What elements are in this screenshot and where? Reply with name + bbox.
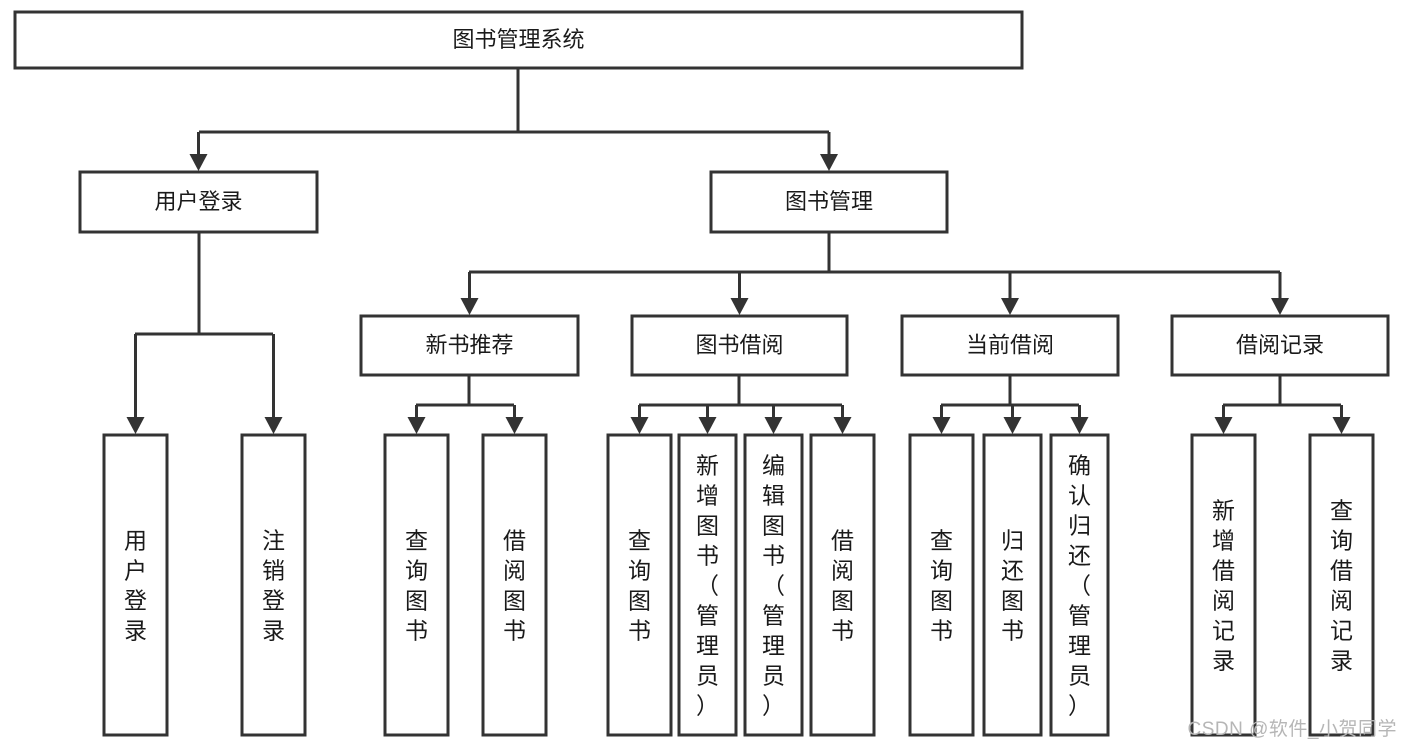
node-leaf-logout[interactable]: 注销登录 — [240, 433, 307, 737]
node-book-manage[interactable]: 图书管理 — [709, 170, 949, 234]
node-box-leaf-query-book-2 — [606, 433, 673, 737]
edge-current_borrow-to-leaf_query_book_3 — [932, 405, 951, 434]
node-box-user-login — [78, 170, 319, 234]
node-box-leaf-return-book — [982, 433, 1043, 737]
node-leaf-confirm-return[interactable]: 确认归还（管理员） — [1049, 433, 1110, 737]
edge-root-to-user_login — [189, 132, 208, 171]
node-box-leaf-query-book-1 — [383, 433, 450, 737]
edge-user_login-to-leaf_logout — [264, 334, 283, 434]
node-leaf-borrow-book-1[interactable]: 借阅图书 — [481, 433, 548, 737]
connector-layer — [126, 68, 1351, 434]
edge-book_manage-to-new_book_rec — [460, 272, 479, 315]
node-label-book-manage: 图书管理 — [785, 189, 873, 214]
connector-new-book-rec-fanout — [416, 375, 514, 407]
node-box-leaf-query-record — [1308, 433, 1375, 737]
node-label-leaf-borrow-book-1: 借阅图书 — [503, 527, 526, 643]
connector-root-fanout — [199, 68, 829, 134]
edge-book_manage-to-book_borrow — [730, 272, 749, 315]
node-box-leaf-query-book-3 — [908, 433, 975, 737]
node-box-leaf-user-login — [102, 433, 169, 737]
node-box-leaf-add-record — [1190, 433, 1257, 737]
node-leaf-return-book[interactable]: 归还图书 — [982, 433, 1043, 737]
edge-borrow_record-to-leaf_query_record — [1332, 405, 1351, 434]
connector-borrow-record-fanout — [1223, 375, 1341, 407]
node-box-leaf-confirm-return — [1049, 433, 1110, 737]
node-leaf-query-record[interactable]: 查询借阅记录 — [1308, 433, 1375, 737]
node-box-leaf-edit-book — [743, 433, 804, 737]
edge-book_manage-to-borrow_record — [1271, 272, 1289, 315]
edge-borrow_record-to-leaf_add_record — [1214, 405, 1233, 434]
edge-new_book_rec-to-leaf_borrow_book_1 — [505, 405, 524, 434]
edge-current_borrow-to-leaf_confirm_return — [1070, 405, 1089, 434]
edge-user_login-to-leaf_user_login — [126, 334, 145, 434]
node-label-leaf-query-book-3: 查询图书 — [930, 527, 953, 643]
node-leaf-add-record[interactable]: 新增借阅记录 — [1190, 433, 1257, 737]
node-layer: 图书管理系统用户登录图书管理新书推荐图书借阅当前借阅借阅记录用户登录注销登录查询… — [13, 10, 1390, 737]
edge-book_borrow-to-leaf_edit_book — [764, 405, 783, 434]
edge-book_manage-to-current_borrow — [1001, 272, 1019, 315]
node-box-current-borrow — [900, 314, 1120, 377]
node-label-new-book-rec: 新书推荐 — [425, 332, 513, 357]
node-label-user-login: 用户登录 — [154, 189, 242, 214]
node-box-book-manage — [709, 170, 949, 234]
node-label-leaf-user-login: 用户登录 — [124, 527, 147, 643]
node-label-leaf-query-book-2: 查询图书 — [628, 527, 651, 643]
connector-book-manage-fanout — [469, 232, 1280, 274]
node-leaf-user-login[interactable]: 用户登录 — [102, 433, 169, 737]
connector-user-login-fanout — [135, 232, 273, 336]
node-box-new-book-rec — [359, 314, 580, 377]
node-label-leaf-return-book: 归还图书 — [1001, 527, 1024, 643]
node-box-leaf-add-book — [677, 433, 738, 737]
edge-root-to-book_manage — [820, 132, 838, 171]
node-label-leaf-add-record: 新增借阅记录 — [1212, 497, 1235, 673]
edge-current_borrow-to-leaf_return_book — [1003, 405, 1022, 434]
node-label-leaf-borrow-book-2: 借阅图书 — [831, 527, 854, 643]
node-label-leaf-edit-book: 编辑图书（管理员） — [762, 452, 785, 718]
node-leaf-query-book-2[interactable]: 查询图书 — [606, 433, 673, 737]
node-box-book-borrow — [630, 314, 849, 377]
node-current-borrow[interactable]: 当前借阅 — [900, 314, 1120, 377]
node-leaf-borrow-book-2[interactable]: 借阅图书 — [809, 433, 876, 737]
node-label-borrow-record: 借阅记录 — [1236, 332, 1324, 357]
node-user-login[interactable]: 用户登录 — [78, 170, 319, 234]
node-box-root — [13, 10, 1024, 70]
edge-book_borrow-to-leaf_borrow_book_2 — [833, 405, 852, 434]
node-label-leaf-add-book: 新增图书（管理员） — [696, 452, 719, 718]
connector-book-borrow-fanout — [639, 375, 842, 407]
node-label-leaf-confirm-return: 确认归还（管理员） — [1068, 452, 1091, 718]
edge-new_book_rec-to-leaf_query_book_1 — [407, 405, 426, 434]
node-leaf-query-book-1[interactable]: 查询图书 — [383, 433, 450, 737]
edge-book_borrow-to-leaf_query_book_2 — [630, 405, 649, 434]
edge-book_borrow-to-leaf_add_book — [698, 405, 717, 434]
node-box-borrow-record — [1170, 314, 1390, 377]
node-label-book-borrow: 图书借阅 — [695, 332, 783, 357]
node-leaf-add-book[interactable]: 新增图书（管理员） — [677, 433, 738, 737]
connector-current-borrow-fanout — [941, 375, 1079, 407]
node-box-leaf-logout — [240, 433, 307, 737]
node-label-current-borrow: 当前借阅 — [966, 332, 1054, 357]
node-borrow-record[interactable]: 借阅记录 — [1170, 314, 1390, 377]
node-label-leaf-query-record: 查询借阅记录 — [1330, 497, 1353, 673]
node-book-borrow[interactable]: 图书借阅 — [630, 314, 849, 377]
node-label-leaf-query-book-1: 查询图书 — [405, 527, 428, 643]
node-leaf-edit-book[interactable]: 编辑图书（管理员） — [743, 433, 804, 737]
node-box-leaf-borrow-book-1 — [481, 433, 548, 737]
node-leaf-query-book-3[interactable]: 查询图书 — [908, 433, 975, 737]
node-label-root: 图书管理系统 — [452, 27, 584, 52]
node-box-leaf-borrow-book-2 — [809, 433, 876, 737]
node-root[interactable]: 图书管理系统 — [13, 10, 1024, 70]
node-label-leaf-logout: 注销登录 — [262, 527, 285, 643]
node-new-book-rec[interactable]: 新书推荐 — [359, 314, 580, 377]
